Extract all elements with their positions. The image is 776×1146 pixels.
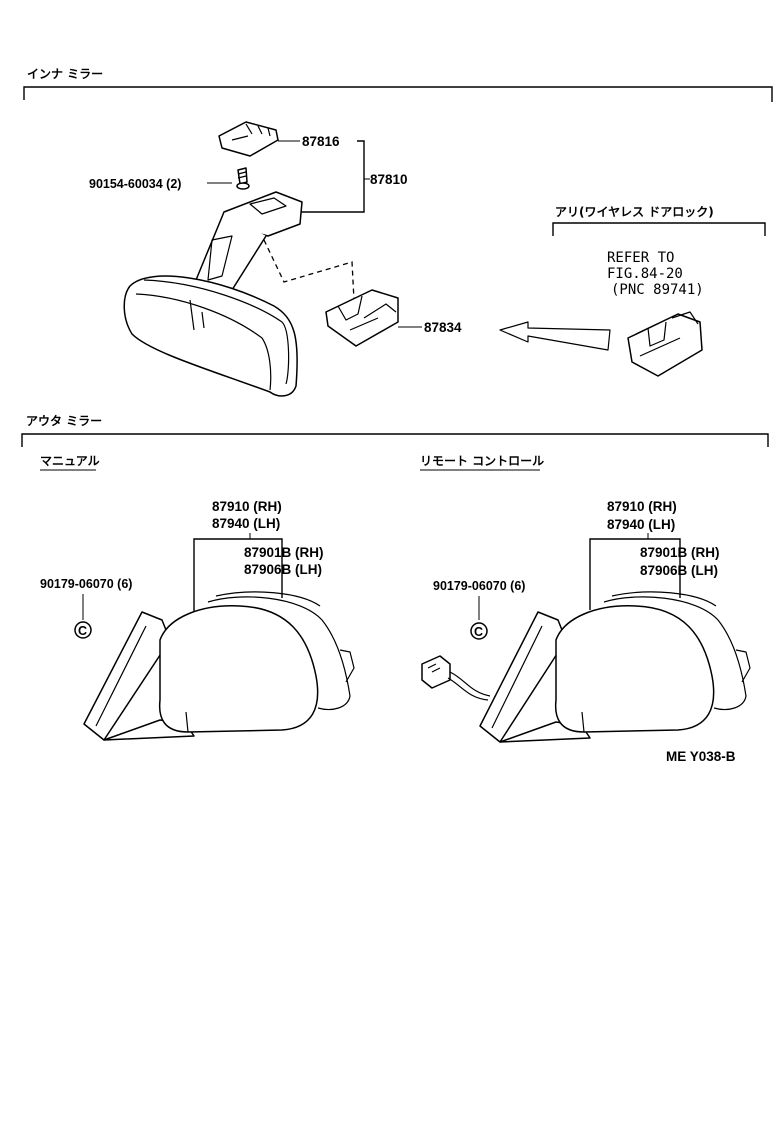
inner-mirror-section-title: インナ ミラー — [27, 67, 103, 81]
inner-mirror-body — [123, 275, 298, 397]
part-label-87834: 87834 — [424, 320, 462, 335]
manual-outer-mirror — [83, 591, 355, 741]
remote-leader-bracket — [589, 538, 681, 610]
remote-label-nut: 90179-06070 (6) — [433, 579, 525, 593]
refer-line-1: REFER TO — [607, 250, 674, 266]
svg-text:C: C — [474, 625, 483, 639]
remote-label-87906b-lh: 87906B (LH) — [640, 563, 718, 578]
outer-mirror-section-title: アウタ ミラー — [26, 414, 102, 428]
replacement-arrow — [499, 321, 611, 351]
remote-nut-icon: C — [470, 622, 488, 640]
part-label-87810: 87810 — [370, 172, 408, 187]
part-label-87816: 87816 — [302, 134, 340, 149]
manual-label-87910-rh: 87910 (RH) — [212, 499, 282, 514]
inner-mirror-bracket — [23, 86, 773, 102]
remote-wire-connector — [421, 655, 491, 701]
outer-mirror-bracket — [21, 433, 769, 447]
manual-nut-icon: C — [74, 621, 92, 639]
manual-label-nut: 90179-06070 (6) — [40, 577, 132, 591]
bracket-87810 — [300, 140, 365, 213]
exchange-dashed-line — [263, 239, 355, 301]
wireless-cover-part — [627, 311, 703, 377]
remote-label-87940-lh: 87940 (LH) — [607, 517, 675, 532]
manual-label-87901b-rh: 87901B (RH) — [244, 545, 324, 560]
figure-code: ME Y038-B — [666, 749, 736, 764]
manual-leader-bracket — [193, 538, 283, 612]
cover-clip-part — [218, 121, 279, 157]
cover-87834-part — [325, 289, 399, 347]
screw-part — [236, 167, 250, 190]
mirror-mount-bracket — [195, 191, 303, 303]
refer-line-2: FIG.84-20 — [607, 266, 683, 282]
manual-subtitle: マニュアル — [40, 454, 100, 468]
manual-label-87906b-lh: 87906B (LH) — [244, 562, 322, 577]
manual-label-87940-lh: 87940 (LH) — [212, 516, 280, 531]
wireless-door-lock-title: アリ(ワイヤレス ドアロック) — [555, 205, 714, 219]
remote-subtitle: リモート コントロール — [420, 454, 544, 468]
remote-outer-mirror — [479, 591, 751, 743]
wireless-bracket — [552, 222, 766, 236]
part-label-screw: 90154-60034 (2) — [89, 177, 181, 191]
svg-text:C: C — [78, 624, 87, 638]
remote-label-87910-rh: 87910 (RH) — [607, 499, 677, 514]
refer-line-3: (PNC 89741) — [611, 282, 704, 298]
